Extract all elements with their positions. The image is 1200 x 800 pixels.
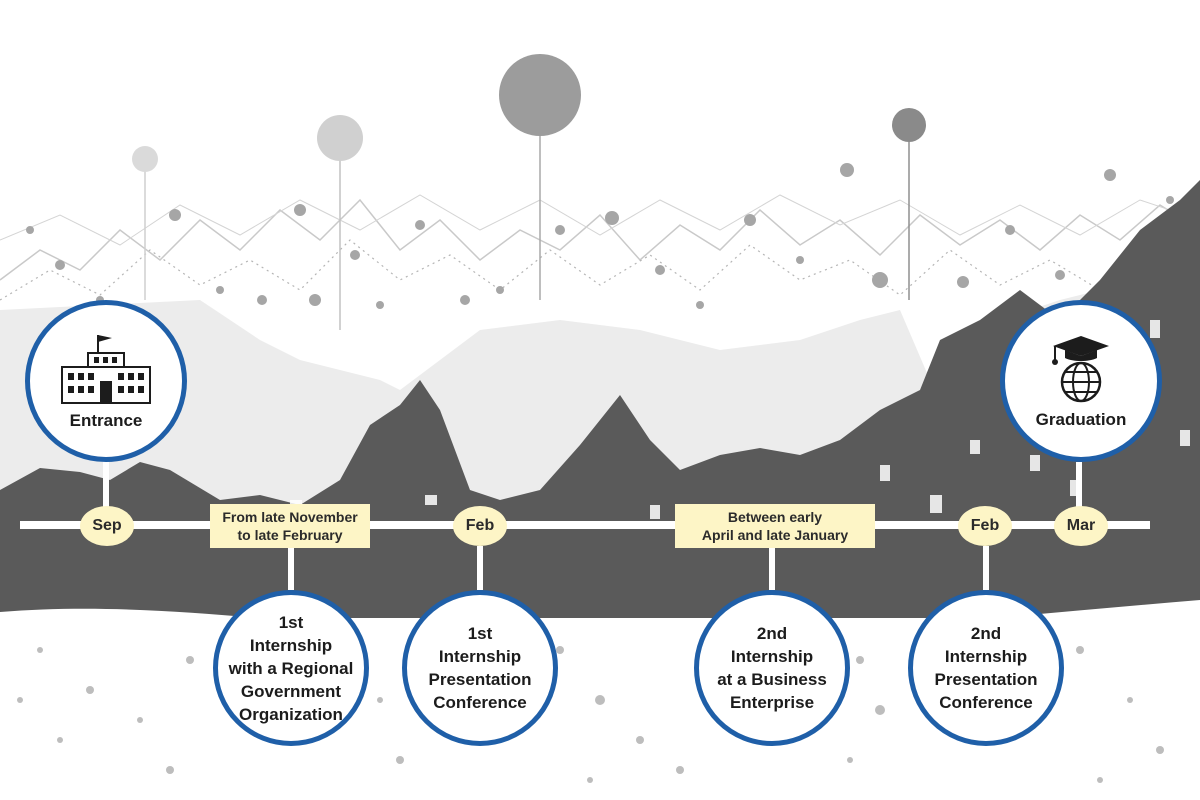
event-2-line-1: 1st bbox=[467, 624, 493, 643]
event-3-line-4: Enterprise bbox=[729, 693, 815, 712]
connector-event-1 bbox=[288, 548, 294, 590]
connector-graduation bbox=[1076, 462, 1082, 525]
event-3-line-3: at a Business bbox=[717, 670, 827, 689]
period-label-2-line-2: April and late January bbox=[701, 527, 849, 543]
period-label-2-line-1: Between early bbox=[727, 509, 823, 525]
connector-event-2 bbox=[477, 546, 483, 590]
event-4-line-1: 2nd bbox=[970, 624, 1002, 643]
event-3-line-1: 2nd bbox=[756, 624, 788, 643]
event-1-line-4: Government bbox=[240, 681, 342, 701]
period-label-1: From late November to late February bbox=[210, 504, 370, 548]
event-1-line-2: Internship bbox=[249, 635, 333, 655]
month-badge-feb-2: Feb bbox=[958, 506, 1012, 546]
milestone-entrance: Entrance bbox=[25, 300, 187, 462]
period-label-2: Between early April and late January bbox=[675, 504, 875, 548]
event-circle-2: 1st Internship Presentation Conference bbox=[402, 590, 558, 746]
month-badge-mar: Mar bbox=[1054, 506, 1108, 546]
month-badge-sep: Sep bbox=[80, 506, 134, 546]
period-label-1-line-2: to late February bbox=[237, 527, 343, 543]
graduation-globe-icon bbox=[1052, 336, 1109, 403]
event-1-line-1: 1st bbox=[278, 612, 304, 632]
connector-entrance bbox=[103, 455, 109, 525]
event-4-line-2: Internship bbox=[944, 647, 1028, 666]
event-1-line-5: Organization bbox=[239, 704, 343, 724]
event-2-line-3: Presentation bbox=[428, 670, 532, 689]
connector-event-4 bbox=[983, 546, 989, 590]
month-badge-feb-1: Feb bbox=[453, 506, 507, 546]
event-1-line-3: with a Regional bbox=[228, 658, 354, 678]
event-4-line-4: Conference bbox=[939, 693, 1033, 712]
event-circle-3: 2nd Internship at a Business Enterprise bbox=[694, 590, 850, 746]
timeline-axis bbox=[20, 521, 1150, 529]
connector-event-3 bbox=[769, 548, 775, 590]
milestone-graduation: Graduation bbox=[1000, 300, 1162, 462]
event-circle-4: 2nd Internship Presentation Conference bbox=[908, 590, 1064, 746]
event-3-line-2: Internship bbox=[730, 647, 814, 666]
milestone-entrance-label: Entrance bbox=[69, 411, 143, 430]
period-label-1-line-1: From late November bbox=[222, 509, 358, 525]
event-circle-1: 1st Internship with a Regional Governmen… bbox=[213, 590, 369, 746]
milestone-graduation-label: Graduation bbox=[1035, 410, 1127, 429]
event-2-line-2: Internship bbox=[438, 647, 522, 666]
school-building-icon bbox=[61, 335, 151, 404]
event-4-line-3: Presentation bbox=[934, 670, 1038, 689]
event-2-line-4: Conference bbox=[433, 693, 527, 712]
